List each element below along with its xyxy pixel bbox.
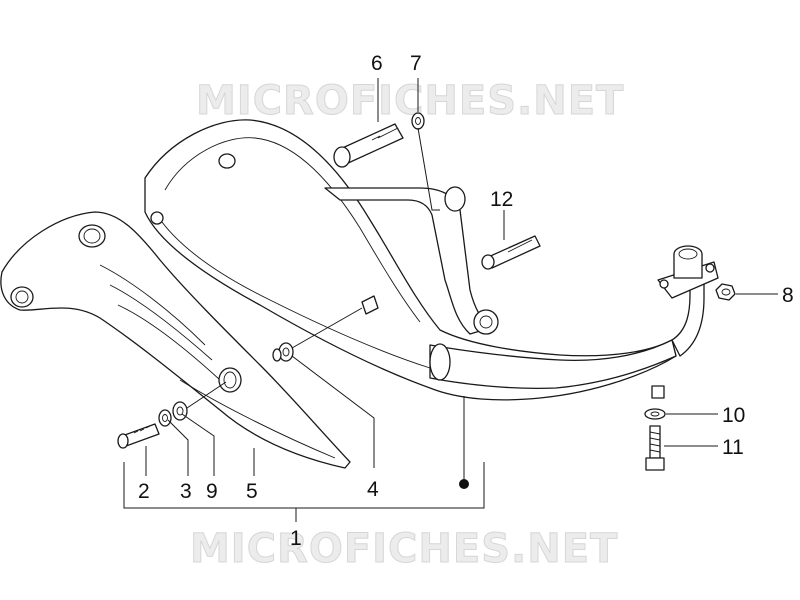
- callout-7: 7: [410, 52, 422, 75]
- callout-4: 4: [367, 478, 379, 501]
- callout-12: 12: [490, 188, 513, 211]
- muffler-body: [144, 119, 677, 401]
- callout-8: 8: [782, 284, 794, 307]
- screw-11: [645, 425, 665, 471]
- washer-9: [172, 401, 188, 421]
- screw-2: [117, 423, 160, 449]
- callout-9: 9: [206, 480, 218, 503]
- callout-6: 6: [371, 52, 383, 75]
- washer-10: [644, 408, 666, 420]
- callout-11: 11: [722, 436, 744, 459]
- washer-7: [411, 112, 425, 130]
- leader-lines: [123, 78, 778, 522]
- screw-12: [481, 235, 541, 270]
- callout-2: 2: [138, 480, 150, 503]
- muffler-reference-dot: [459, 479, 469, 489]
- watermark-top: MICROFICHES.NET: [196, 78, 624, 124]
- nut-8: [715, 283, 736, 301]
- mounting-bracket: [324, 186, 499, 335]
- heat-shield: [0, 211, 351, 469]
- callout-3: 3: [180, 480, 192, 503]
- screw-6: [333, 123, 404, 168]
- callout-10: 10: [722, 404, 745, 427]
- exhaust-pipe: [651, 245, 719, 399]
- callout-5: 5: [246, 480, 258, 503]
- watermark-bottom: MICROFICHES.NET: [190, 526, 618, 572]
- callout-labels: 1 2 3 4 5 6 7 8 9 10 11 12: [138, 52, 794, 550]
- callout-1: 1: [290, 527, 302, 550]
- spacer-4: [272, 295, 379, 362]
- washer-3: [158, 409, 172, 427]
